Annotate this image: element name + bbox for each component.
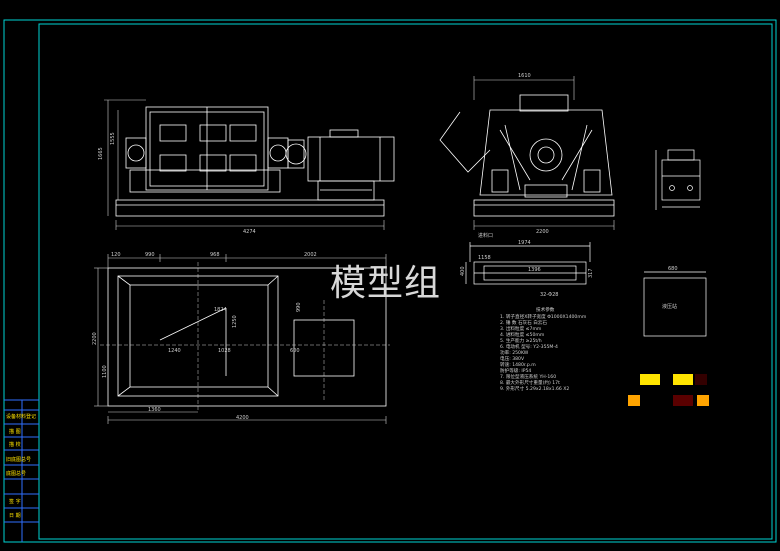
tech-row: 电压: 380V (500, 355, 525, 362)
dim-plan-top-b: 968 (210, 252, 220, 258)
swatch-dark-1 (695, 374, 707, 385)
title-block-labels: 设备材料登记 描 图 描 校 旧底图总号 底图总号 签 字 日 期 (6, 413, 36, 519)
swatch-orange-2 (697, 395, 709, 406)
dim-right-top: 680 (668, 266, 678, 272)
dim-plan-inner2: 1250 (232, 315, 238, 328)
hydraulic-station (643, 271, 707, 337)
right-box-label: 液压站 (662, 303, 677, 310)
tech-row: 转速: 1480r.p.m (500, 361, 536, 368)
tech-row: 7. 限位型液压系统 YH-160 (500, 373, 556, 380)
tech-row: 1. 转子直径X转子宽度 Φ1000X1400mm (500, 313, 587, 320)
detail-view (655, 149, 701, 210)
swatch-orange-1 (628, 395, 640, 406)
plan-view-dim-text: 120 990 968 2002 2200 1100 1824 1250 990… (92, 252, 317, 421)
plan-view-centerlines (100, 262, 390, 412)
plan-view-dims (94, 254, 387, 424)
tech-row: 3. 出料粒度 ≤7mm (500, 325, 542, 332)
dim-plan-mid1: 1240 (168, 348, 181, 354)
dim-plan-mid3: 600 (290, 348, 300, 354)
tb-label-3: 旧底图总号 (6, 456, 31, 463)
tech-row: 9. 外形尺寸 5.29x2.18x1.66 X2 (500, 385, 569, 392)
dim-front-width: 4274 (243, 229, 256, 235)
dim-inlet-b: 1396 (528, 267, 541, 273)
tech-row: 5. 生产能力 ≥25t/h (500, 337, 542, 344)
dim-inlet-small: 317 (588, 268, 594, 278)
dim-plan-top-a: 990 (145, 252, 155, 258)
tech-row: 6. 电动机 型号: Y2-355M-4 (500, 343, 558, 350)
dim-plan-inner3: 990 (296, 302, 302, 312)
tech-row: 防护等级: IP54 (500, 367, 531, 374)
inlet-title: 进料口 (478, 232, 493, 239)
hydraulic-station-text: 680 液压站 (662, 266, 678, 310)
front-view-dims (104, 99, 385, 230)
dim-side-bottom: 2200 (536, 229, 549, 235)
tech-row: 4. 进料粒度 ≤50mm (500, 331, 545, 338)
title-block (4, 399, 39, 542)
tb-label-2: 描 校 (9, 441, 21, 448)
tech-specs: 技术参数 1. 转子直径X转子宽度 Φ1000X1400mm 2. 锤 数 石灰… (500, 306, 587, 392)
tb-label-0: 设备材料登记 (6, 413, 36, 420)
inlet-note: 32-Φ28 (540, 292, 558, 298)
inlet-detail-text: 进料口 1974 1158 1396 400 317 32-Φ28 (460, 232, 594, 298)
dim-inlet-a: 1158 (478, 255, 491, 261)
dim-front-height2: 1555 (110, 132, 116, 145)
side-view-dims (473, 76, 615, 230)
front-view-dim-text: 4274 1665 1555 (98, 132, 256, 235)
tb-label-1: 描 图 (9, 428, 21, 435)
side-view-dim-text: 1610 2200 (518, 73, 549, 235)
tech-title: 技术参数 (536, 306, 555, 313)
swatch-brown-1 (673, 395, 693, 406)
side-view (439, 94, 615, 217)
dim-plan-inner1: 1824 (214, 307, 227, 313)
tech-row: 8. 最大外形尺寸重量(约) 17t (500, 379, 560, 386)
inlet-detail (465, 242, 591, 285)
tb-label-4: 底图总号 (6, 470, 26, 477)
dim-plan-mid2: 1028 (218, 348, 231, 354)
dim-front-height: 1665 (98, 147, 104, 160)
color-swatches (628, 374, 709, 406)
tb-label-5: 签 字 (9, 498, 21, 505)
tech-row: 功率: 250KW (500, 349, 529, 356)
dim-plan-left2: 1100 (102, 365, 108, 378)
tech-row: 2. 锤 数 石灰石 白云石 (500, 319, 547, 326)
dim-side-top: 1610 (518, 73, 531, 79)
swatch-yellow-2 (673, 374, 693, 385)
dim-inlet-h: 400 (460, 266, 466, 276)
watermark: 模型组 (330, 263, 442, 304)
tb-label-6: 日 期 (9, 513, 21, 519)
drawing-border (3, 19, 777, 543)
dim-inlet-w: 1974 (518, 240, 531, 246)
swatch-yellow-1 (640, 374, 660, 385)
dim-plan-bottom1: 1360 (148, 407, 161, 413)
dim-plan-bottom2: 4200 (236, 415, 249, 421)
dim-plan-top-small: 120 (111, 252, 121, 258)
front-view (115, 106, 395, 217)
dim-plan-left: 2200 (92, 332, 98, 345)
dim-plan-top-c: 2002 (304, 252, 317, 258)
